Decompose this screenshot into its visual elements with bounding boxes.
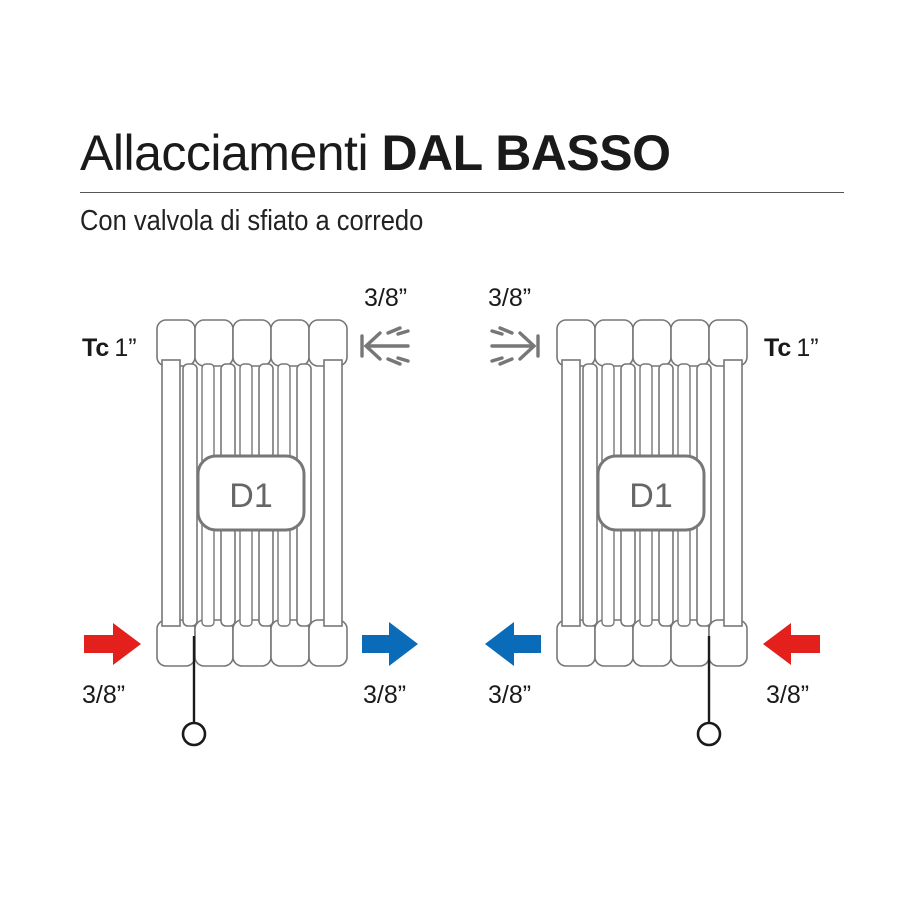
right-hot-arrow-icon: [763, 623, 820, 665]
left-vent-arrow-icon: [360, 326, 410, 366]
right-tc-size: 1”: [796, 334, 818, 362]
left-drain-valve-icon: [181, 721, 207, 747]
page-subtitle: Con valvola di sfiato a corredo: [80, 205, 424, 237]
left-model-box: [196, 454, 306, 532]
right-drain-valve-icon: [696, 721, 722, 747]
left-hot-arrow-icon: [84, 623, 141, 665]
right-model-box: [596, 454, 706, 532]
right-radiator: D1: [556, 319, 748, 747]
page-title: Allacciamenti DAL BASSO: [80, 128, 671, 178]
left-radiator: D1: [156, 319, 348, 747]
title-light: Allacciamenti: [80, 125, 369, 181]
title-divider: [80, 192, 844, 193]
right-model-label: D1: [629, 477, 672, 515]
left-tc-prefix: Tc: [82, 334, 109, 362]
right-vent-size: 3/8”: [488, 284, 531, 312]
left-inlet-size: 3/8”: [82, 681, 125, 709]
title-bold: DAL BASSO: [381, 125, 671, 181]
left-cold-arrow-icon: [362, 622, 418, 666]
left-model-label: D1: [229, 477, 272, 515]
right-inlet-size: 3/8”: [766, 681, 809, 709]
left-outlet-size: 3/8”: [363, 681, 406, 709]
right-vent-arrow-icon: [490, 326, 540, 366]
right-tc-prefix: Tc: [764, 334, 791, 362]
left-vent-size: 3/8”: [364, 284, 407, 312]
left-tc-size: 1”: [114, 334, 136, 362]
right-outlet-size: 3/8”: [488, 681, 531, 709]
right-cold-arrow-icon: [485, 622, 541, 666]
